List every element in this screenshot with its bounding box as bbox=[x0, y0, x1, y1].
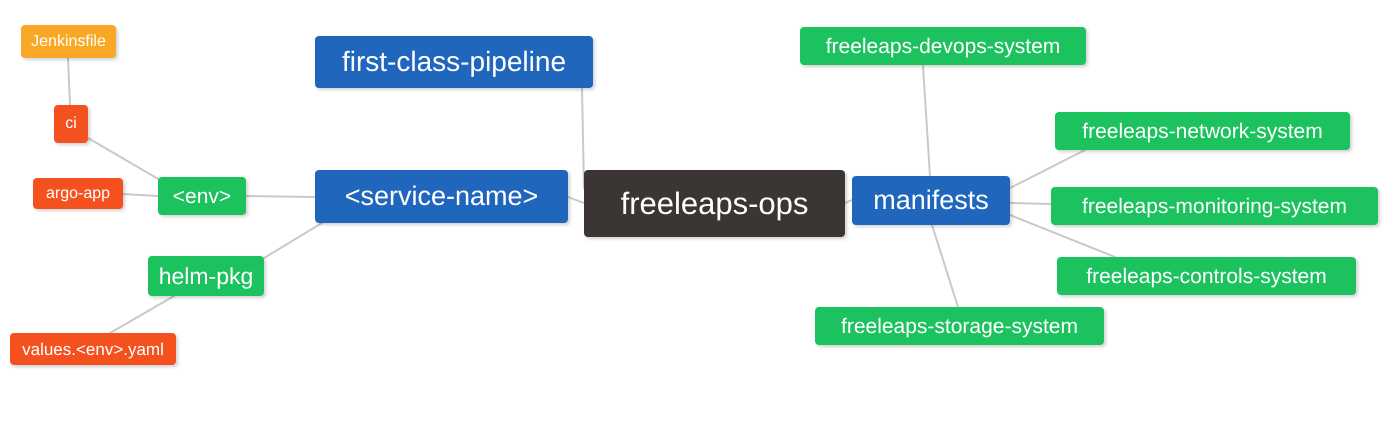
mindmap-node-jenkinsfile[interactable]: Jenkinsfile bbox=[21, 25, 116, 58]
edge-manifests-to-freeleaps-storage-system bbox=[931, 224, 959, 308]
edge-manifests-to-freeleaps-monitoring-system bbox=[1009, 202, 1052, 205]
mindmap-node-ci[interactable]: ci bbox=[54, 105, 88, 143]
mindmap-node-label: argo-app bbox=[45, 184, 111, 202]
mindmap-node-first-class-pipeline[interactable]: first-class-pipeline bbox=[315, 36, 593, 88]
edge-root-to-service-name bbox=[567, 196, 585, 204]
edge-root-to-manifests bbox=[844, 199, 853, 204]
mindmap-node-label: freeleaps-devops-system bbox=[825, 34, 1061, 58]
mindmap-node-freeleaps-controls-system[interactable]: freeleaps-controls-system bbox=[1057, 257, 1356, 295]
mindmap-node-root[interactable]: freeleaps-ops bbox=[584, 170, 845, 237]
mindmap-node-label: manifests bbox=[873, 185, 989, 215]
mindmap-node-label: <env> bbox=[172, 184, 232, 208]
mindmap-node-label: freeleaps-controls-system bbox=[1086, 264, 1327, 288]
mindmap-node-argo-app[interactable]: argo-app bbox=[33, 178, 123, 209]
mindmap-node-label: helm-pkg bbox=[158, 262, 254, 289]
mindmap-node-label: freeleaps-monitoring-system bbox=[1082, 194, 1347, 218]
mindmap-node-env[interactable]: <env> bbox=[158, 177, 246, 215]
edge-env-to-ci bbox=[87, 137, 161, 181]
edge-helm-pkg-to-values-env-yaml bbox=[109, 295, 175, 334]
mindmap-node-label: freeleaps-ops bbox=[620, 186, 809, 221]
mindmap-node-service-name[interactable]: <service-name> bbox=[315, 170, 568, 223]
mindmap-node-label: freeleaps-storage-system bbox=[841, 314, 1078, 338]
mindmap-node-freeleaps-monitoring-system[interactable]: freeleaps-monitoring-system bbox=[1051, 187, 1378, 225]
edge-manifests-to-freeleaps-devops-system bbox=[922, 65, 931, 177]
edge-service-name-to-env bbox=[245, 195, 316, 198]
mindmap-node-freeleaps-storage-system[interactable]: freeleaps-storage-system bbox=[815, 307, 1104, 345]
edge-manifests-to-freeleaps-network-system bbox=[1009, 149, 1086, 189]
mindmap-node-label: Jenkinsfile bbox=[31, 32, 106, 50]
mindmap-node-values-env-yaml[interactable]: values.<env>.yaml bbox=[10, 333, 176, 365]
mindmap-node-label: freeleaps-network-system bbox=[1082, 119, 1323, 143]
mindmap-node-label: values.<env>.yaml bbox=[22, 339, 164, 359]
mindmap-node-helm-pkg[interactable]: helm-pkg bbox=[148, 256, 264, 296]
edge-ci-to-jenkinsfile bbox=[67, 57, 71, 106]
mindmap-node-label: first-class-pipeline bbox=[341, 46, 567, 77]
mindmap-node-freeleaps-devops-system[interactable]: freeleaps-devops-system bbox=[800, 27, 1086, 65]
edge-env-to-argo-app bbox=[122, 193, 159, 197]
mindmap-node-manifests[interactable]: manifests bbox=[852, 176, 1010, 225]
edge-service-name-to-helm-pkg bbox=[263, 222, 323, 259]
mindmap-node-label: <service-name> bbox=[344, 181, 539, 211]
mindmap-node-label: ci bbox=[65, 115, 77, 132]
mindmap-node-freeleaps-network-system[interactable]: freeleaps-network-system bbox=[1055, 112, 1350, 150]
